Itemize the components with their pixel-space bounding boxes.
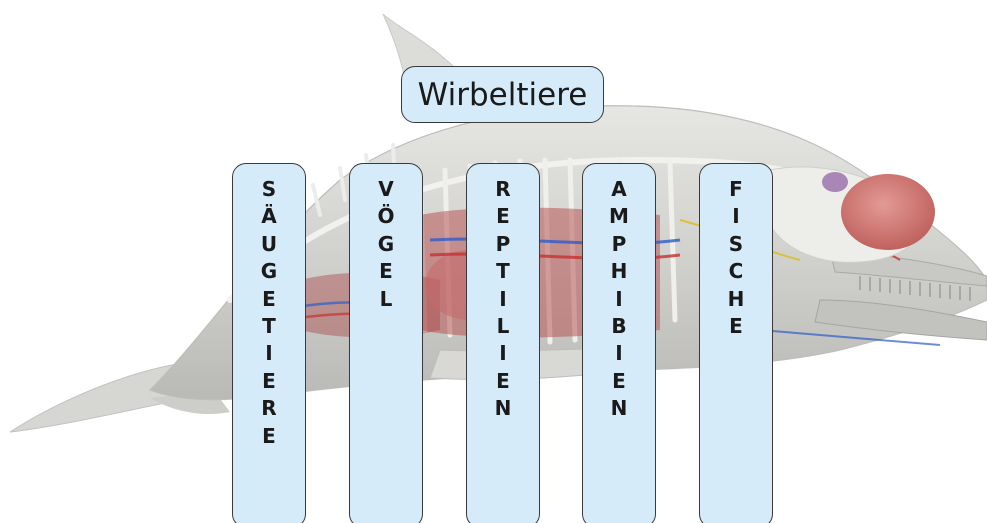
vertebrates-title-box: Wirbeltiere xyxy=(401,66,604,123)
brain xyxy=(841,174,935,250)
vertebrates-title: Wirbeltiere xyxy=(417,76,588,113)
lower-jaw xyxy=(814,299,987,341)
eye xyxy=(822,172,848,192)
teeth xyxy=(859,276,971,301)
